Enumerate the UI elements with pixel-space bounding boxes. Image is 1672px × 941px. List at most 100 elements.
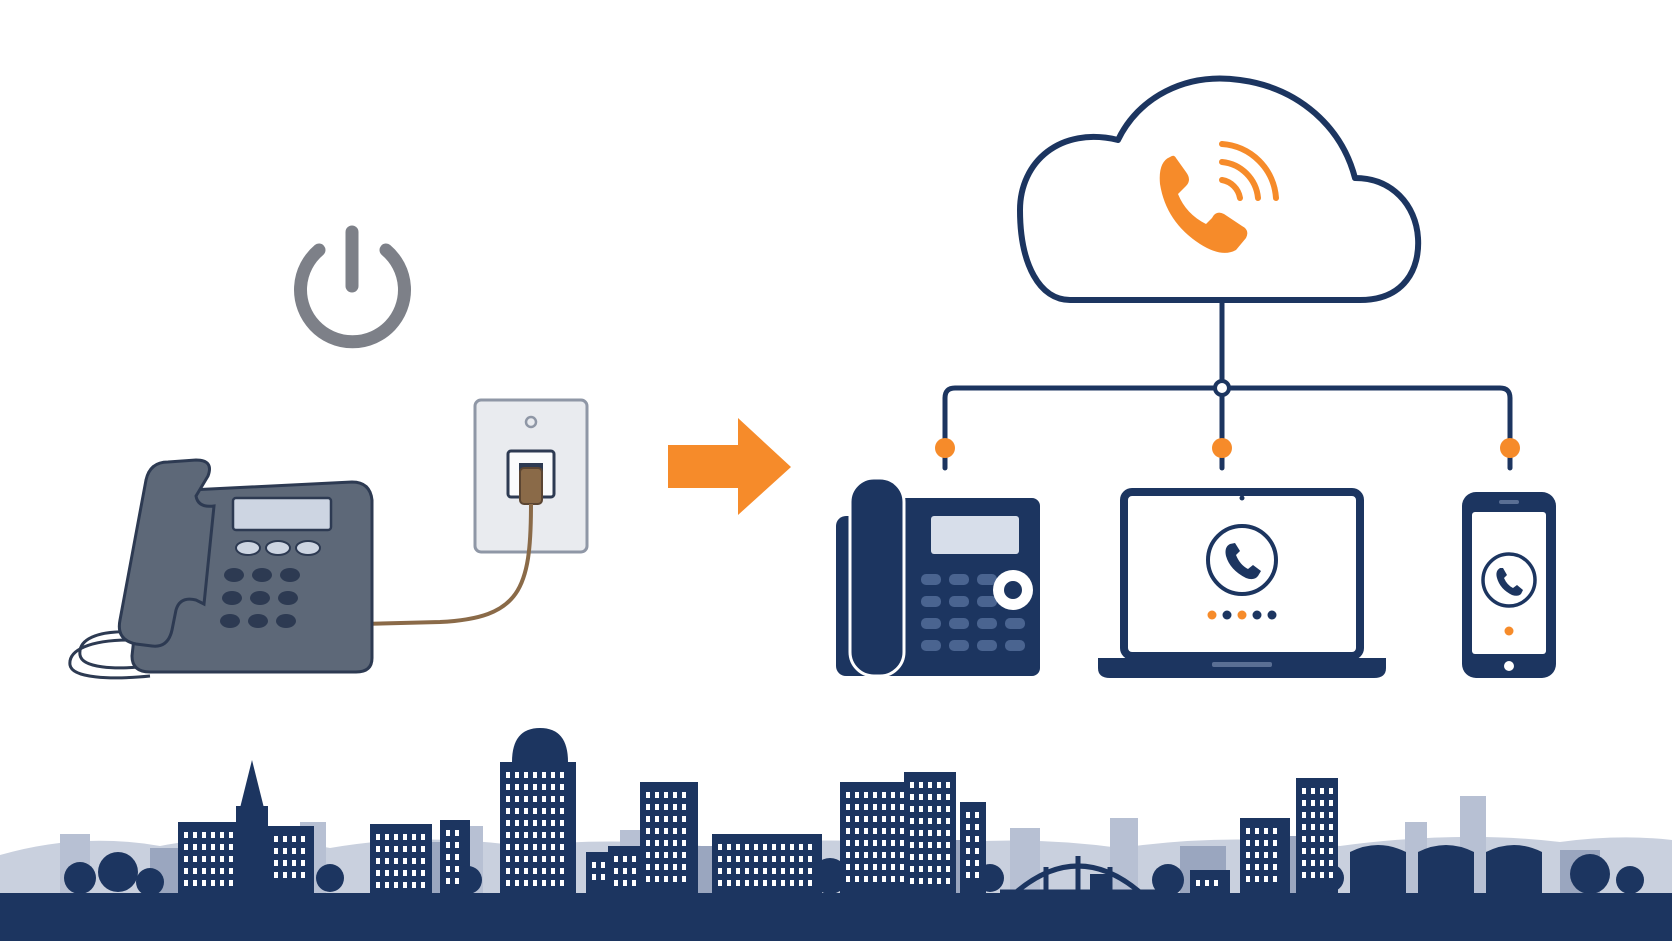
skyline-window bbox=[551, 868, 555, 874]
skyline-window bbox=[673, 852, 677, 858]
skyline-windows bbox=[184, 772, 1333, 888]
skyline-window bbox=[1205, 880, 1209, 886]
skyline-trees bbox=[64, 852, 1644, 896]
skyline-window bbox=[385, 858, 389, 864]
skyline-window bbox=[506, 784, 510, 790]
skyline-window bbox=[601, 874, 605, 880]
skyline-window bbox=[542, 856, 546, 862]
skyline-window bbox=[403, 882, 407, 888]
skyline-window bbox=[1264, 876, 1268, 882]
skyline-window bbox=[515, 844, 519, 850]
skyline-window bbox=[542, 880, 546, 886]
skyline-window bbox=[560, 856, 564, 862]
skyline-window bbox=[412, 870, 416, 876]
skyline-window bbox=[184, 880, 188, 886]
skyline-window bbox=[855, 804, 859, 810]
skyline-window bbox=[928, 806, 932, 812]
skyline-window bbox=[421, 882, 425, 888]
skyline-storage-tanks bbox=[1350, 845, 1542, 896]
skyline-window bbox=[772, 880, 776, 886]
skyline-window bbox=[542, 784, 546, 790]
skyline-tree bbox=[136, 868, 164, 896]
skyline-window bbox=[403, 834, 407, 840]
skyline-ground bbox=[0, 893, 1672, 941]
skyline-window bbox=[1264, 852, 1268, 858]
skyline-window bbox=[937, 866, 941, 872]
skyline-window bbox=[1311, 800, 1315, 806]
skyline-window bbox=[919, 830, 923, 836]
skyline-window bbox=[394, 882, 398, 888]
skyline-window bbox=[655, 876, 659, 882]
skyline-church-tower bbox=[236, 806, 268, 896]
skyline-window bbox=[966, 836, 970, 842]
skyline-window bbox=[946, 830, 950, 836]
skyline-window bbox=[551, 808, 555, 814]
skyline-window bbox=[882, 828, 886, 834]
network-junction bbox=[1213, 379, 1231, 397]
skyline-window bbox=[946, 878, 950, 884]
skyline-window bbox=[394, 870, 398, 876]
skyline-window bbox=[385, 846, 389, 852]
skyline-window bbox=[446, 878, 450, 884]
skyline-window bbox=[376, 882, 380, 888]
skyline-window bbox=[1273, 852, 1277, 858]
skyline-window bbox=[506, 868, 510, 874]
skyline-window bbox=[551, 820, 555, 826]
skyline-window bbox=[655, 864, 659, 870]
skyline-window bbox=[781, 856, 785, 862]
skyline-window bbox=[560, 844, 564, 850]
skyline-window bbox=[864, 792, 868, 798]
skyline-window bbox=[873, 876, 877, 882]
skyline-window bbox=[515, 772, 519, 778]
skyline-window bbox=[632, 868, 636, 874]
skyline-window bbox=[664, 804, 668, 810]
skyline-window bbox=[542, 772, 546, 778]
power-icon bbox=[294, 225, 411, 349]
skyline-window bbox=[808, 844, 812, 850]
skyline-window bbox=[446, 866, 450, 872]
skyline-window bbox=[560, 772, 564, 778]
skyline-window bbox=[421, 834, 425, 840]
skyline-window bbox=[506, 808, 510, 814]
skyline-window bbox=[274, 860, 278, 866]
skyline-window bbox=[736, 844, 740, 850]
skyline-window bbox=[763, 880, 767, 886]
skyline-window bbox=[966, 824, 970, 830]
skyline-window bbox=[919, 782, 923, 788]
skyline-window bbox=[229, 880, 233, 886]
skyline-window bbox=[928, 866, 932, 872]
skyline-window bbox=[673, 840, 677, 846]
skyline-window bbox=[864, 864, 868, 870]
skyline-window bbox=[506, 856, 510, 862]
skyline-window bbox=[385, 870, 389, 876]
skyline-window bbox=[623, 856, 627, 862]
skyline-window bbox=[614, 868, 618, 874]
skyline-window bbox=[1329, 836, 1333, 842]
skyline-window bbox=[772, 868, 776, 874]
skyline-window bbox=[727, 844, 731, 850]
skyline-window bbox=[754, 844, 758, 850]
skyline-window bbox=[446, 830, 450, 836]
skyline-window bbox=[274, 848, 278, 854]
skyline-window bbox=[283, 848, 287, 854]
skyline-window bbox=[542, 832, 546, 838]
skyline-window bbox=[745, 856, 749, 862]
skyline-window bbox=[193, 868, 197, 874]
skyline-window bbox=[542, 868, 546, 874]
skyline-window bbox=[533, 856, 537, 862]
skyline-window bbox=[664, 816, 668, 822]
skyline-window bbox=[946, 782, 950, 788]
skyline-window bbox=[1311, 812, 1315, 818]
skyline-building bbox=[1090, 874, 1112, 894]
skyline-window bbox=[184, 856, 188, 862]
skyline-window bbox=[455, 842, 459, 848]
skyline-window bbox=[664, 840, 668, 846]
skyline-window bbox=[623, 880, 627, 886]
skyline-window bbox=[846, 816, 850, 822]
skyline-window bbox=[763, 844, 767, 850]
skyline-window bbox=[533, 868, 537, 874]
skyline-window bbox=[1320, 788, 1324, 794]
skyline-window bbox=[781, 880, 785, 886]
skyline-window bbox=[799, 856, 803, 862]
skyline-window bbox=[718, 856, 722, 862]
